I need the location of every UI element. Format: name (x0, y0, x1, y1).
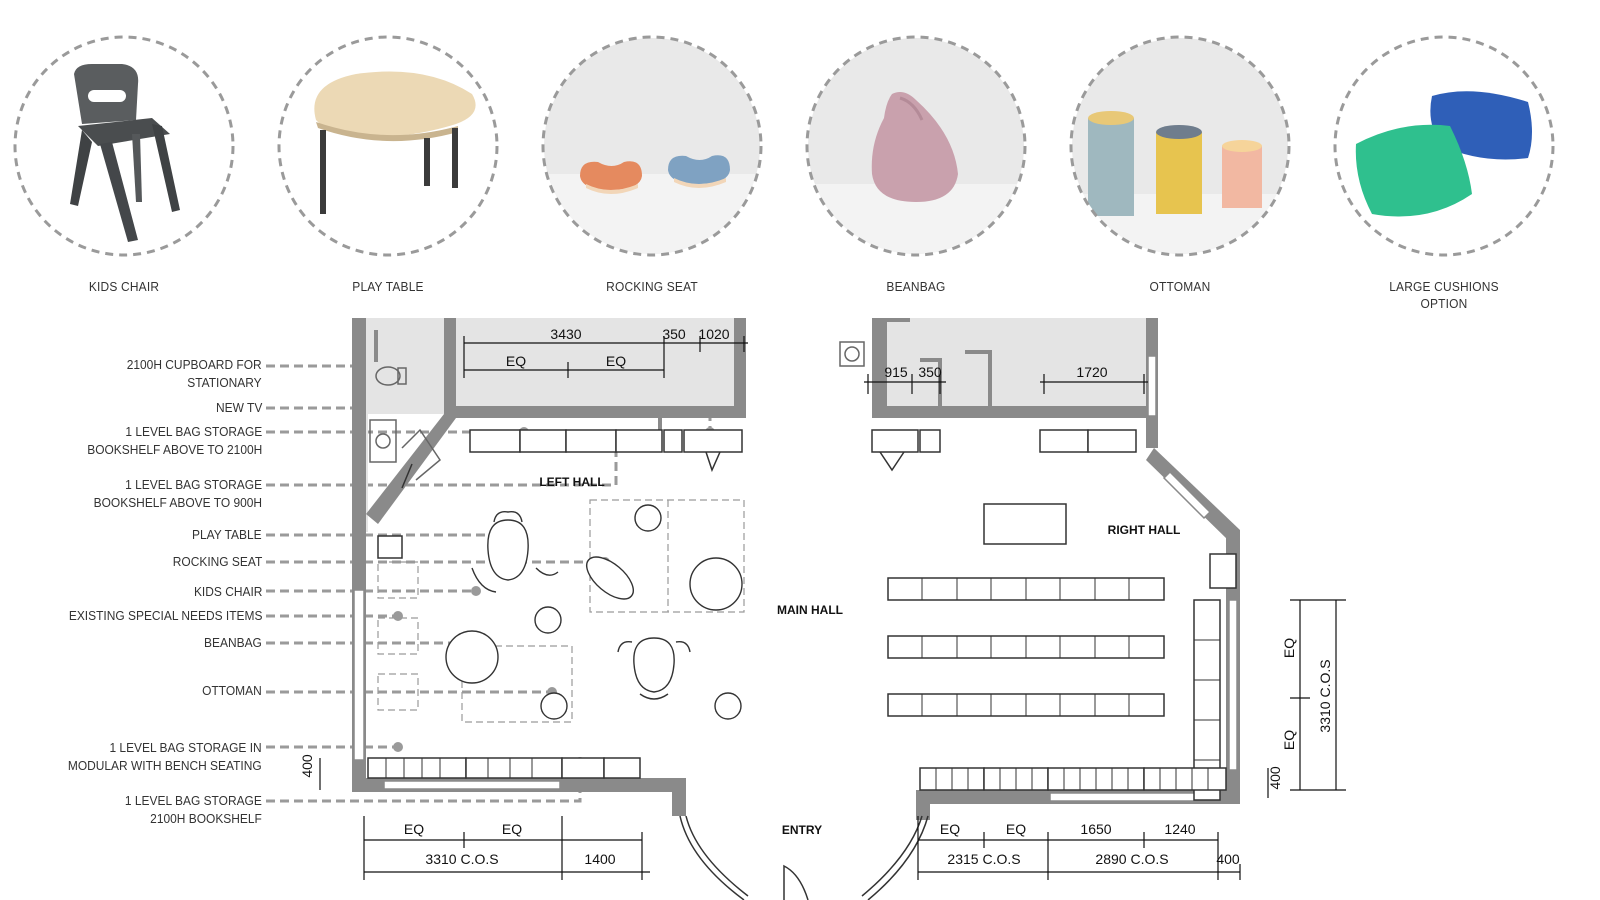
large-cushions-thumbnail (1332, 34, 1556, 258)
dim-1020: 1020 (698, 326, 729, 342)
dim-right-400: 400 (1267, 766, 1283, 790)
entry-doors (401, 451, 929, 900)
dim-2890: 2890 C.O.S (1095, 851, 1168, 867)
room-entry: ENTRY (782, 823, 822, 837)
dim-eq-2: EQ (606, 353, 626, 369)
dimension-labels: 3430 EQ EQ 350 1020 915 350 1720 EQ EQ 3… (299, 326, 1333, 867)
play-table-caption: PLAY TABLE (352, 279, 424, 294)
dimension-lines (319, 342, 1337, 873)
service-areas (352, 318, 1152, 532)
dim-eq-1: EQ (506, 353, 526, 369)
wc-fixtures (369, 341, 865, 481)
beanbag-icon (805, 35, 1027, 257)
kids-chair-caption: KIDS CHAIR (88, 279, 160, 294)
dim-2315: 2315 C.O.S (947, 851, 1020, 867)
dim-bottom-right-eq-2: EQ (1006, 821, 1026, 837)
dim-bottom-eq-2: EQ (502, 821, 522, 837)
beanbag-caption: BEANBAG (886, 279, 946, 294)
kids-chair-thumbnail (12, 34, 236, 258)
dim-bottom-400: 400 (1216, 851, 1240, 867)
windows (353, 355, 1238, 802)
dim-1720: 1720 (1076, 364, 1107, 380)
rug-zones (377, 499, 745, 723)
legend-kids-chair: KIDS CHAIR (193, 584, 262, 599)
storage-dividers (385, 639, 1220, 790)
ottoman-caption: OTTOMAN (1149, 279, 1211, 294)
dim-bottom-eq-1: EQ (404, 821, 424, 837)
dim-right-3310: 3310 C.O.S (1317, 659, 1333, 732)
legend-bookshelf-2100: 1 LEVEL BAG STORAGE 2100H BOOKSHELF (125, 793, 262, 826)
kids-chair-icon (13, 35, 235, 257)
legend-bench-seating: 1 LEVEL BAG STORAGE IN MODULAR WITH BENC… (68, 740, 262, 773)
dim-bottom-right-eq-1: EQ (940, 821, 960, 837)
room-right-hall: RIGHT HALL (1108, 523, 1181, 537)
round-furniture (445, 504, 743, 720)
legend-play-table: PLAY TABLE (192, 527, 262, 542)
rocking-seat-icon (541, 35, 763, 257)
dimension-ticks (363, 336, 1346, 880)
ottoman-icon (1069, 35, 1291, 257)
dim-915: 915 (884, 364, 908, 380)
dim-right-eq-2: EQ (1281, 730, 1297, 750)
legend-rocking-seat: ROCKING SEAT (172, 554, 262, 569)
dim-right-eq-1: EQ (1281, 638, 1297, 658)
chair-row-dividers (921, 578, 1130, 716)
play-table-icon (277, 35, 499, 257)
legend-beanbag: BEANBAG (204, 635, 262, 650)
dim-350-right: 350 (918, 364, 942, 380)
rocking-seat-caption: ROCKING SEAT (606, 279, 698, 294)
dim-350: 350 (662, 326, 686, 342)
ottoman-thumbnail (1068, 34, 1292, 258)
room-main-hall: MAIN HALL (777, 603, 843, 617)
legend-bag-storage-900: 1 LEVEL BAG STORAGE BOOKSHELF ABOVE TO 9… (93, 477, 262, 510)
dim-1400: 1400 (584, 851, 615, 867)
legend-special-needs: EXISTING SPECIAL NEEDS ITEMS (68, 608, 262, 623)
legend-bag-storage-2100: 1 LEVEL BAG STORAGE BOOKSHELF ABOVE TO 2… (86, 424, 262, 457)
beanbag-thumbnail (804, 34, 1028, 258)
dim-3430: 3430 (550, 326, 581, 342)
legend-ottoman: OTTOMAN (202, 683, 262, 698)
legend-cupboard: 2100H CUPBOARD FOR STATIONARY (127, 357, 262, 390)
rocking-seat-thumbnail (540, 34, 764, 258)
play-table-groups (471, 511, 691, 700)
dim-1650: 1650 (1080, 821, 1111, 837)
play-table-thumbnail (276, 34, 500, 258)
room-left-hall: LEFT HALL (539, 475, 604, 489)
cushions-icon (1333, 35, 1555, 257)
dim-bottom-3310: 3310 C.O.S (425, 851, 498, 867)
dim-1240: 1240 (1164, 821, 1195, 837)
dim-left-400: 400 (299, 754, 315, 778)
legend-new-tv: NEW TV (215, 400, 262, 415)
large-cushions-caption: LARGE CUSHIONS OPTION (1389, 279, 1499, 311)
room-labels: LEFT HALL RIGHT HALL MAIN HALL ENTRY (539, 475, 1180, 837)
